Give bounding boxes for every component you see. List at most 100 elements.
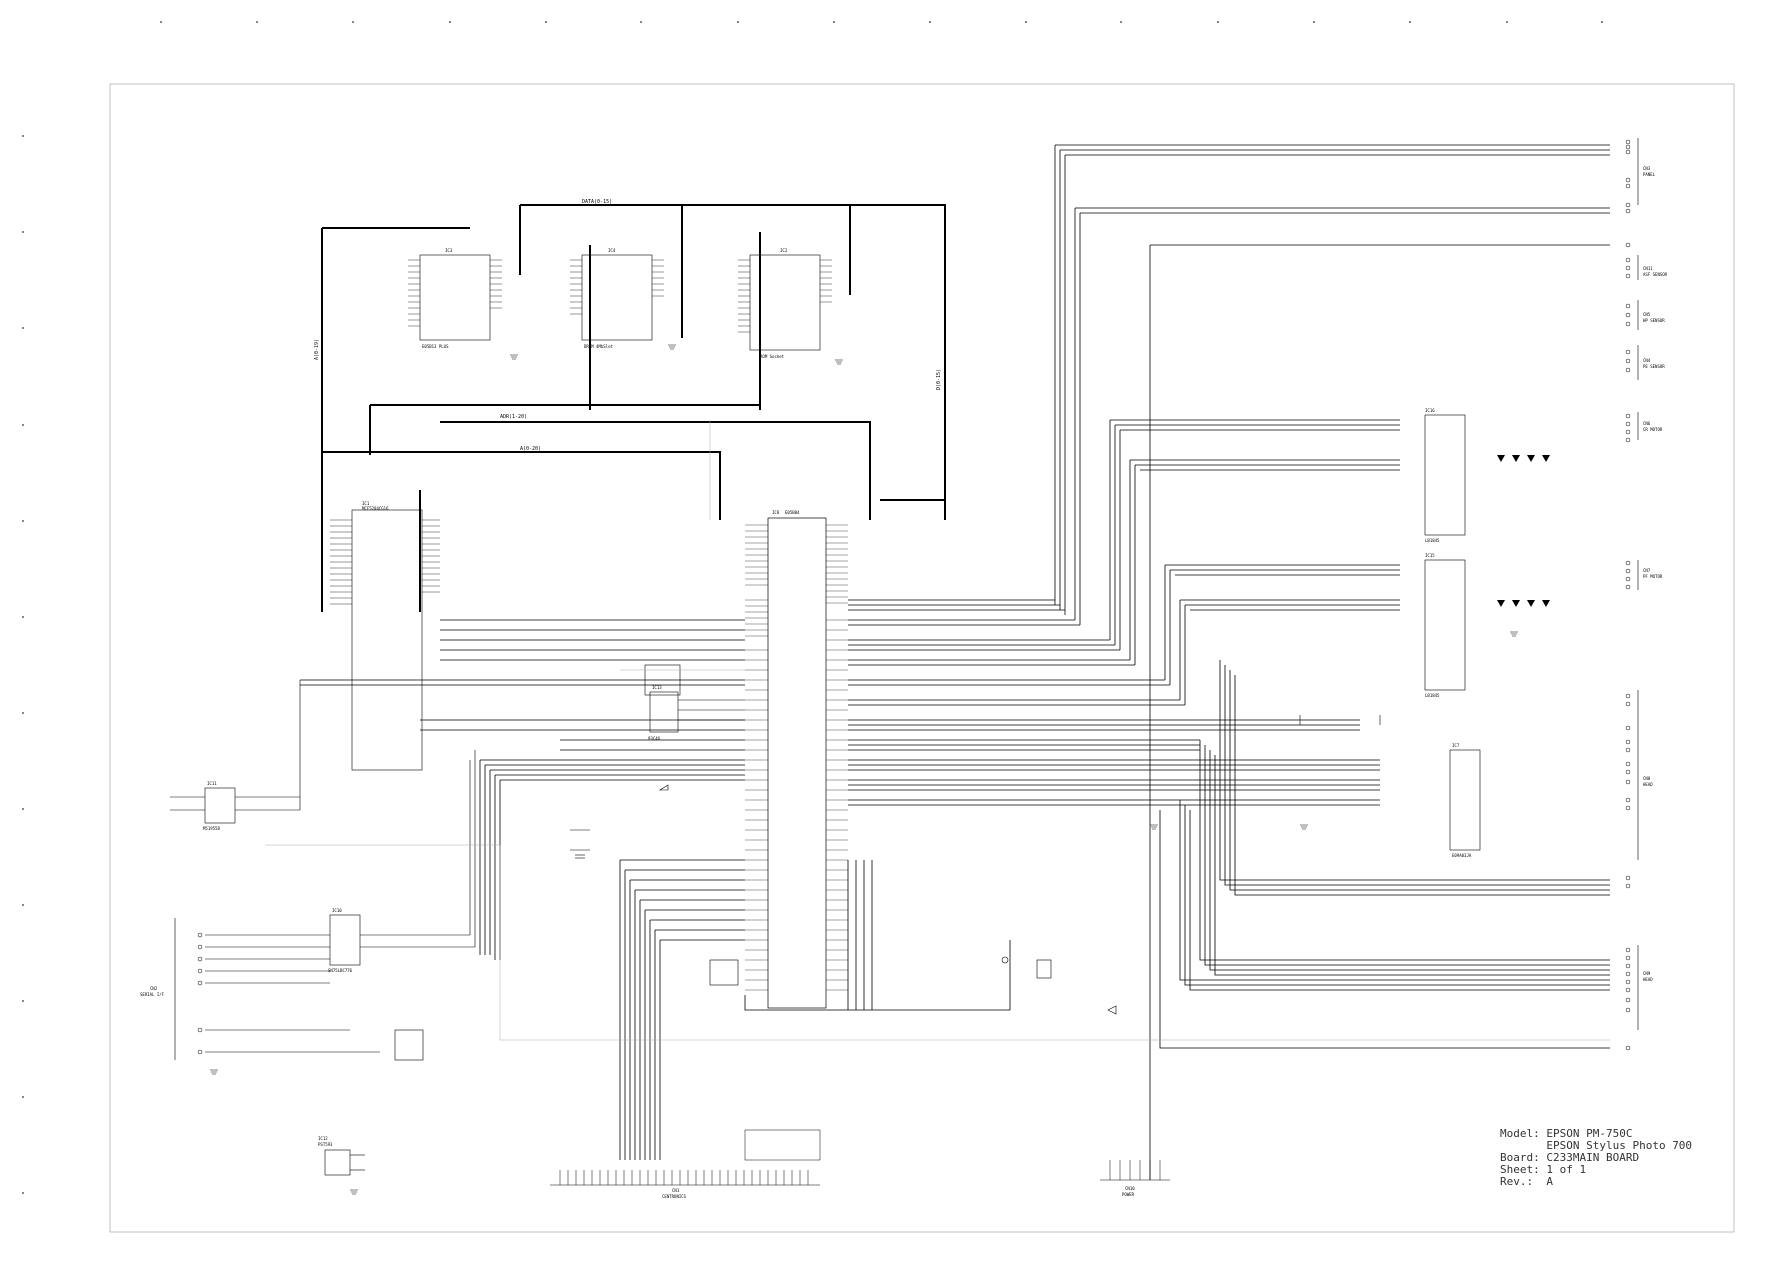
motor-driver-cr xyxy=(1424,414,1481,851)
bus-labels: DATA(0-15) ADR(1-20) A(0-20) A(0-19) D(0… xyxy=(314,199,942,452)
head-drv-type: E09A03JA xyxy=(1452,853,1472,858)
ground-symbols xyxy=(210,344,1518,1195)
regulator-type: PST593 xyxy=(318,1142,333,1147)
rev-label: Rev.: xyxy=(1500,1175,1534,1188)
dram1-ref: IC4 xyxy=(608,248,616,253)
model-label: Model: xyxy=(1500,1127,1540,1140)
if-chip-ref: IC10 xyxy=(332,908,342,913)
cn4-label: PE SENSOR xyxy=(1643,364,1665,369)
dram1-type: DRAM 4MbSlot xyxy=(584,344,613,349)
cn3-ref: CN3 xyxy=(1643,166,1651,171)
memory-chip-labels: IC3 E05B13 PLUS IC4 DRAM 4MbSlot IC2 ROM… xyxy=(422,248,788,359)
board-label: Board: xyxy=(1500,1151,1540,1164)
serial-if-labels: CN2 SERIAL I/F IC10 SN75LBC776 xyxy=(140,908,353,997)
reset-block xyxy=(170,680,301,824)
head-drv-ref: IC7 xyxy=(1452,743,1460,748)
dram2-type: ROM Socket xyxy=(760,354,785,359)
cn4-ref: CN4 xyxy=(1643,358,1651,363)
cpu-bus-label: A(0-19) xyxy=(314,339,320,360)
cn9-label: HEAD xyxy=(1643,977,1653,982)
d-bus-label: D(0-15) xyxy=(936,369,942,390)
grey-frame-lines xyxy=(265,420,1610,1041)
cpu-chip xyxy=(351,509,423,771)
eeprom-labels: IC13 93C46 xyxy=(648,685,662,741)
cn1-ref: CN1 xyxy=(672,1188,680,1193)
cn6-ref: CN6 xyxy=(1643,421,1651,426)
cpu-chip-pins xyxy=(330,519,440,605)
asic-labels: IC8 E05B04 xyxy=(772,510,800,515)
title-model-row-2: EPSON Stylus Photo 700 xyxy=(1500,1140,1770,1152)
title-rev-row: Rev.: A xyxy=(1500,1176,1770,1188)
asic-type: E05B04 xyxy=(785,510,800,515)
cn2-label: SERIAL I/F xyxy=(140,992,165,997)
board-value: C233MAIN BOARD xyxy=(1546,1151,1640,1164)
cn6-label: CR MOTOR xyxy=(1643,427,1663,432)
memory-chip-pins xyxy=(408,259,832,333)
title-board-row: Board: C233MAIN BOARD xyxy=(1500,1152,1770,1164)
rom-ref: IC3 xyxy=(445,248,453,253)
power-labels: CN10 POWER xyxy=(1122,1186,1135,1197)
rom-type: E05B13 PLUS xyxy=(422,344,449,349)
cpu-type: MCF5204CG16 xyxy=(362,506,389,511)
eeprom-ref: IC13 xyxy=(652,685,662,690)
cn5-label: HP SENSOR xyxy=(1643,318,1665,323)
border-tick-marks xyxy=(22,21,1603,1194)
cn11-ref: CN11 xyxy=(1643,266,1653,271)
sheet-value: 1 of 1 xyxy=(1546,1163,1587,1176)
title-model-row: Model: EPSON PM-750C xyxy=(1500,1128,1770,1140)
reset-ref: IC11 xyxy=(207,781,217,786)
asic-chip xyxy=(767,517,827,1009)
asic-chip-pins-left xyxy=(745,524,768,991)
cn7-ref: CN7 xyxy=(1643,568,1651,573)
mid-bus-label: ADR(1-20) xyxy=(500,414,527,420)
model-value: EPSON PM-750C xyxy=(1546,1127,1633,1140)
left-nets xyxy=(300,619,1011,1160)
if-chip-type: SN75LBC776 xyxy=(328,968,353,973)
cn3-label: PANEL xyxy=(1643,172,1656,177)
driver1-type: LB1845 xyxy=(1425,538,1440,543)
connector-labels: CN3 PANEL CN11 ASF SENSOR CN5 HP SENSOR … xyxy=(1643,166,1668,982)
rev-value: A xyxy=(1546,1175,1553,1188)
memory-chips xyxy=(419,254,821,351)
centronics-labels: CN1 CENTRONICS xyxy=(662,1188,687,1199)
model-value-2: EPSON Stylus Photo 700 xyxy=(1546,1139,1693,1152)
reset-type: M51955B xyxy=(203,826,220,831)
cn2-ref: CN2 xyxy=(150,986,158,991)
cn5-ref: CN5 xyxy=(1643,312,1651,317)
a-bus-label: A(0-20) xyxy=(520,446,541,452)
cn7-label: PF MOTOR xyxy=(1643,574,1663,579)
eeprom-block xyxy=(649,691,745,733)
diode-icons xyxy=(1497,455,1550,607)
serial-if-block xyxy=(174,750,476,1061)
asic-chip-pins-right xyxy=(826,524,848,991)
cpu-labels: IC1 MCF5204CG16 xyxy=(362,501,389,511)
sheet-border xyxy=(109,83,1735,1233)
dram2-ref: IC2 xyxy=(780,248,788,253)
connector-pin-circles xyxy=(1625,139,1631,1051)
driver2-ref: IC15 xyxy=(1425,553,1435,558)
driver1-ref: IC16 xyxy=(1425,408,1435,413)
sheet-label: Sheet: xyxy=(1500,1163,1540,1176)
cpu-ref: IC1 xyxy=(362,501,370,506)
regulator-block xyxy=(324,1149,365,1176)
bus-lines xyxy=(321,204,946,612)
regulator-labels: IC12 PST593 xyxy=(318,1136,333,1147)
cn1-label: CENTRONICS xyxy=(662,1194,687,1199)
asic-ref: IC8 xyxy=(772,510,780,515)
motor-driver-labels: IC16 LB1845 IC15 LB1845 IC7 E09A03JA xyxy=(1425,408,1472,858)
driver2-type: LB1845 xyxy=(1425,693,1440,698)
eeprom-type: 93C46 xyxy=(648,736,661,741)
top-bus-label: DATA(0-15) xyxy=(582,199,612,205)
cn10-ref: CN10 xyxy=(1125,1186,1135,1191)
misc-components xyxy=(570,664,1381,1015)
cn11-label: ASF SENSOR xyxy=(1643,272,1668,277)
cn9-ref: CN9 xyxy=(1643,971,1651,976)
centronics-connector xyxy=(550,1129,821,1186)
signal-nets xyxy=(848,144,1610,1180)
regulator-ref: IC12 xyxy=(318,1136,328,1141)
power-connector xyxy=(1100,1160,1170,1181)
cn10-label: POWER xyxy=(1122,1192,1135,1197)
title-block: Model: EPSON PM-750C EPSON Stylus Photo … xyxy=(1500,1128,1770,1188)
serial-if-pins xyxy=(197,932,203,1055)
